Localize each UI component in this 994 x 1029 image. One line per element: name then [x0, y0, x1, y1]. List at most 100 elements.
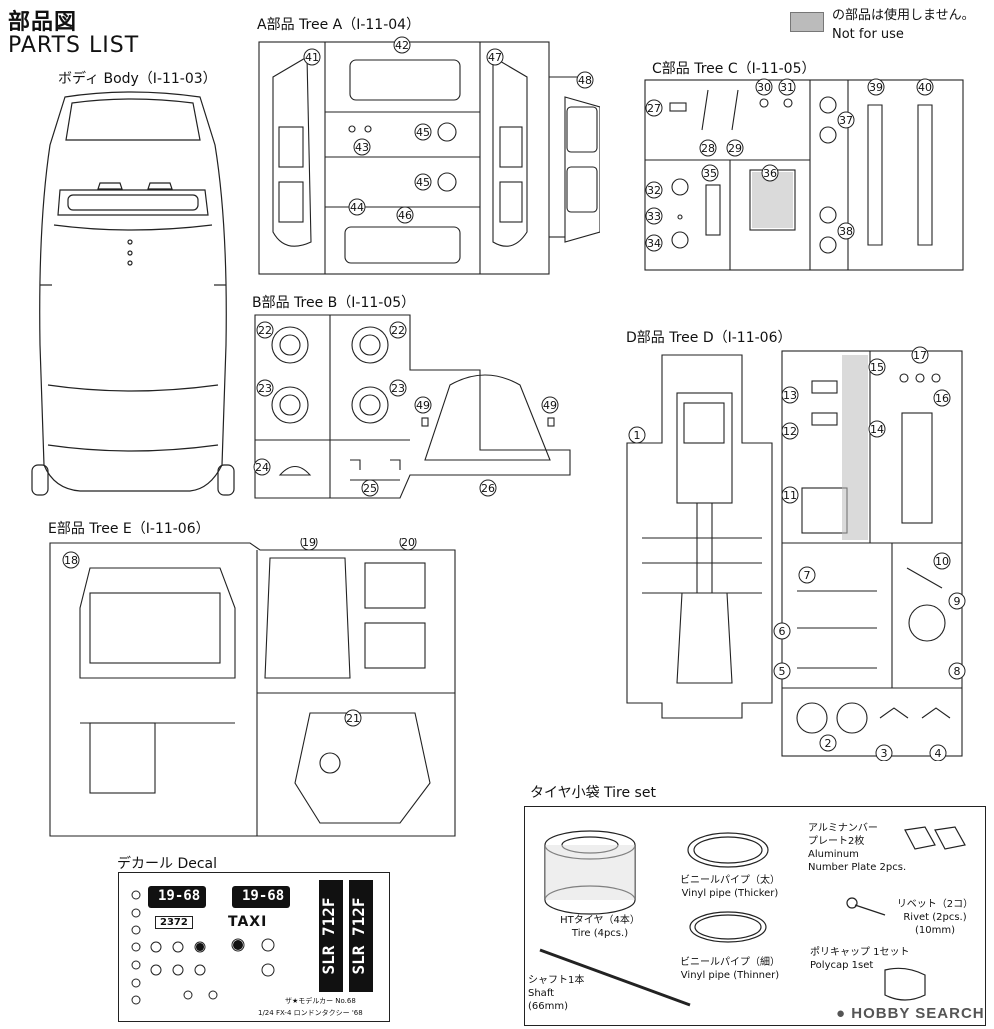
- page-title-jp: 部品図: [8, 10, 78, 35]
- tire-label-jp: HTタイヤ（4本）: [560, 915, 640, 926]
- part-label: 46: [398, 209, 412, 222]
- part-label: 31: [780, 81, 794, 94]
- tire-set-box: [524, 806, 986, 1026]
- plate-en-2: Number Plate 2pcs.: [808, 862, 907, 873]
- rivet-label: リベット（2コ） Rivet (2pcs.) (10mm): [895, 898, 975, 937]
- part-label: 6: [779, 625, 786, 638]
- part-label: 42: [395, 39, 409, 52]
- decal-reg-a-text: SLR 712F: [319, 897, 338, 975]
- part-label: 34: [647, 237, 661, 250]
- part-label: 11: [783, 489, 797, 502]
- part-label: 43: [355, 141, 369, 154]
- tree-d-sprue: 1 15 17 13 16 12 14 11 10 7 9 6 5 8 2 3 …: [626, 346, 966, 761]
- pipe-thin-jp: ビニールパイプ（細）: [680, 957, 780, 968]
- part-label: 28: [701, 142, 715, 155]
- tire-label: HTタイヤ（4本） Tire (4pcs.): [545, 914, 655, 940]
- section-body: ボディ Body（I-11-03）: [58, 71, 217, 87]
- part-label: 22: [391, 324, 405, 337]
- watermark: ● HOBBY SEARCH: [836, 1005, 985, 1022]
- part-label: 27: [647, 102, 661, 115]
- watermark-text: HOBBY SEARCH: [851, 1005, 985, 1022]
- decal-sheet: [118, 872, 390, 1022]
- part-label: 4: [935, 747, 942, 760]
- part-label: 3: [881, 747, 888, 760]
- part-label: 9: [954, 595, 961, 608]
- pipe-thick-label: ビニールパイプ（太） Vinyl pipe (Thicker): [665, 874, 795, 900]
- tire-label-en: Tire (4pcs.): [571, 928, 629, 939]
- legend-line-jp: の部品は使用しません。: [832, 8, 975, 23]
- part-label: 24: [255, 461, 269, 474]
- not-for-use-swatch: [790, 12, 824, 32]
- legend-line-en: Not for use: [832, 27, 904, 42]
- tree-b-sprue: 22 22 23 23 49 49 24 25 26: [253, 314, 571, 499]
- part-label: 18: [64, 554, 78, 567]
- part-label: 5: [779, 665, 786, 678]
- plate-jp-1: アルミナンバー: [808, 823, 878, 834]
- tire-set-drawing: [539, 826, 966, 1007]
- section-tree-b: B部品 Tree B（I-11-05）: [252, 295, 416, 311]
- part-label: 17: [913, 349, 927, 362]
- pipe-thick-jp: ビニールパイプ（太）: [680, 875, 780, 886]
- decal-markings: [131, 890, 275, 1005]
- decal-plate-2-text: 19-68: [242, 888, 285, 904]
- part-label: 16: [935, 392, 949, 405]
- decal-reg-b: [349, 880, 373, 992]
- part-label: 21: [346, 712, 360, 725]
- part-label: 30: [757, 81, 771, 94]
- part-label: 47: [488, 51, 502, 64]
- part-label: 48: [578, 74, 592, 87]
- rivet-len: (10mm): [914, 925, 955, 936]
- rivet-jp: リベット（2コ）: [896, 899, 974, 910]
- part-label: 20: [401, 538, 415, 549]
- part-label: 44: [350, 201, 364, 214]
- watermark-logo-icon: ●: [836, 1005, 852, 1022]
- part-label: 22: [258, 324, 272, 337]
- part-label: 2: [825, 737, 832, 750]
- decal-taxi: TAXI: [228, 914, 268, 930]
- not-for-use-legend: の部品は使用しません。 Not for use: [832, 6, 975, 44]
- part-label: 38: [839, 225, 853, 238]
- pipe-thin-label: ビニールパイプ（細） Vinyl pipe (Thinner): [665, 956, 795, 982]
- plate-en-1: Aluminum: [808, 849, 859, 860]
- decal-reg-b-text: SLR 712F: [349, 897, 368, 975]
- part-label: 26: [481, 482, 495, 495]
- decal-plate-1-text: 19-68: [158, 888, 201, 904]
- pipe-thin-en: Vinyl pipe (Thinner): [680, 970, 780, 981]
- polycap-label: ポリキャップ 1セット Polycap 1set: [810, 946, 910, 972]
- part-label: 23: [258, 382, 272, 395]
- page-title-en: PARTS LIST: [8, 33, 140, 58]
- shaft-en: Shaft: [528, 988, 555, 999]
- plate-label: アルミナンバー プレート2枚 Aluminum Number Plate 2pc…: [808, 822, 907, 874]
- tree-a-sprue: 41 42 47 48 43 45 44 45 46: [258, 36, 600, 275]
- part-label: 8: [954, 665, 961, 678]
- decal-plate-2: [232, 886, 290, 908]
- part-label: 19: [302, 538, 316, 549]
- polycap-jp: ポリキャップ 1セット: [810, 947, 910, 958]
- part-label: 1: [634, 429, 641, 442]
- section-tire-set: タイヤ小袋 Tire set: [530, 785, 656, 801]
- section-tree-a: A部品 Tree A（I-11-04）: [257, 17, 421, 33]
- section-tree-c: C部品 Tree C（I-11-05）: [652, 61, 816, 77]
- section-tree-e: E部品 Tree E（I-11-06）: [48, 521, 210, 537]
- part-label: 36: [763, 167, 777, 180]
- pipe-thick-en: Vinyl pipe (Thicker): [681, 888, 779, 899]
- part-label: 29: [728, 142, 742, 155]
- part-label: 13: [783, 389, 797, 402]
- decal-footer-1: ザ★モデルカー No.68: [285, 997, 356, 1005]
- shaft-label: シャフト1本 Shaft (66mm): [528, 974, 608, 1013]
- tree-e-sprue: 18 19 20 21: [49, 538, 456, 837]
- part-label: 41: [305, 51, 319, 64]
- part-label: 14: [870, 423, 884, 436]
- part-label: 40: [918, 81, 932, 94]
- part-label: 35: [703, 167, 717, 180]
- part-label: 10: [935, 555, 949, 568]
- part-label: 12: [783, 425, 797, 438]
- part-label: 45: [416, 176, 430, 189]
- part-label: 39: [869, 81, 883, 94]
- rivet-en: Rivet (2pcs.): [903, 912, 967, 923]
- part-label: 23: [391, 382, 405, 395]
- part-label: 37: [839, 114, 853, 127]
- part-label: 15: [870, 361, 884, 374]
- part-label: 33: [647, 210, 661, 223]
- part-label: 25: [363, 482, 377, 495]
